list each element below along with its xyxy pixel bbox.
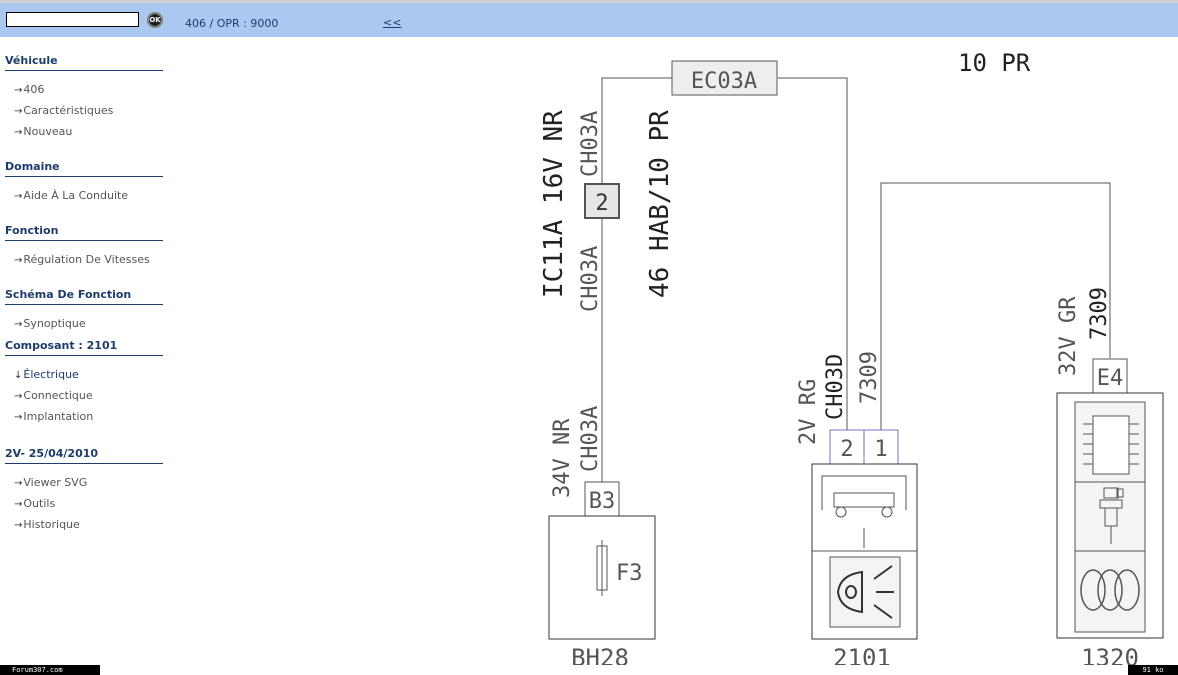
nav-item-synoptique[interactable]: →Synoptique bbox=[14, 317, 86, 330]
injector-icon bbox=[1099, 487, 1124, 544]
footer-site-label: Forum307.com bbox=[0, 665, 100, 675]
c1320-label-a: 32V GR bbox=[1056, 296, 1081, 376]
wire1-label-b: CH03A bbox=[578, 111, 603, 177]
nav-item-outils[interactable]: →Outils bbox=[14, 497, 56, 510]
nav-item-regulation[interactable]: →Régulation De Vitesses bbox=[14, 253, 150, 266]
connector-ec03a-label: EC03A bbox=[691, 69, 757, 94]
wire1-pin-box bbox=[584, 183, 620, 219]
back-link[interactable]: << bbox=[383, 16, 402, 29]
nav-item-connectique[interactable]: →Connectique bbox=[14, 389, 93, 402]
footer-size-label: 91 ko bbox=[1128, 665, 1178, 675]
c1320-label-b: 7309 bbox=[1087, 287, 1112, 340]
section-title-version: 2V- 25/04/2010 bbox=[5, 447, 163, 464]
coil-icon bbox=[1080, 569, 1140, 611]
breadcrumb: 406 / OPR : 9000 bbox=[185, 17, 279, 30]
nav-item-nouveau[interactable]: →Nouveau bbox=[14, 125, 73, 138]
ecu-chip-icon bbox=[1083, 415, 1139, 475]
connector-ec03a bbox=[671, 60, 778, 96]
c1320-connector-box bbox=[1092, 358, 1128, 394]
wire-2101-pin1 bbox=[880, 182, 1111, 430]
section-title-fonction: Fonction bbox=[5, 224, 163, 241]
c2101-label-a: 2V RG bbox=[796, 379, 821, 445]
top-toolbar: OK 406 / OPR : 9000 << bbox=[0, 0, 1178, 37]
nav-item-caracteristiques[interactable]: →Caractéristiques bbox=[14, 104, 114, 117]
c2101-pin1-box bbox=[863, 429, 899, 465]
bh28-connector: B3 bbox=[589, 489, 616, 514]
nav-item-implantation[interactable]: →Implantation bbox=[14, 410, 94, 423]
c2101-pin2-box bbox=[829, 429, 865, 465]
section-title-vehicule: Véhicule bbox=[5, 54, 163, 71]
headlamp-icon bbox=[836, 565, 894, 619]
c2101-pin-b: 1 bbox=[874, 437, 887, 462]
c1320-connector: E4 bbox=[1097, 366, 1124, 391]
section-title-composant: Composant : 2101 bbox=[5, 339, 163, 356]
section-title-domaine: Domaine bbox=[5, 160, 163, 177]
switch-icon bbox=[812, 475, 917, 552]
wire2-label: 46 HAB/10 PR bbox=[645, 110, 675, 298]
nav-item-aide-conduite[interactable]: →Aide À La Conduite bbox=[14, 189, 129, 202]
wire-2101-pin2 bbox=[778, 77, 848, 430]
c1320-name: 1320 bbox=[1081, 644, 1139, 665]
nav-item-viewer-svg[interactable]: →Viewer SVG bbox=[14, 476, 88, 489]
section-title-schema: Schéma De Fonction bbox=[5, 288, 163, 305]
c2101-pin-a: 2 bbox=[840, 437, 853, 462]
nav-item-electrique[interactable]: ↓Électrique bbox=[14, 368, 79, 381]
nav-item-historique[interactable]: →Historique bbox=[14, 518, 80, 531]
wire1-label-a: IC11A 16V NR bbox=[539, 110, 569, 298]
wire1-pin: 2 bbox=[595, 191, 608, 216]
c2101-name: 2101 bbox=[833, 644, 891, 665]
search-input[interactable] bbox=[6, 12, 139, 27]
ok-button[interactable]: OK bbox=[147, 12, 163, 28]
bh28-name: BH28 bbox=[571, 644, 629, 665]
c2101-label-c: 7309 bbox=[857, 351, 882, 404]
wire1-label-c: CH03A bbox=[578, 246, 603, 312]
bh28-fuse: F3 bbox=[616, 561, 643, 586]
nav-item-406[interactable]: →406 bbox=[14, 83, 45, 96]
top-right-label: 10 PR bbox=[958, 49, 1031, 77]
bh28-connector-box bbox=[584, 481, 620, 517]
bh28-wire-label-a: 34V NR bbox=[550, 418, 575, 498]
c2101-label-b: CH03D bbox=[823, 354, 848, 420]
wire-bh28 bbox=[601, 77, 672, 516]
bh28-wire-label-b: CH03A bbox=[578, 406, 603, 472]
